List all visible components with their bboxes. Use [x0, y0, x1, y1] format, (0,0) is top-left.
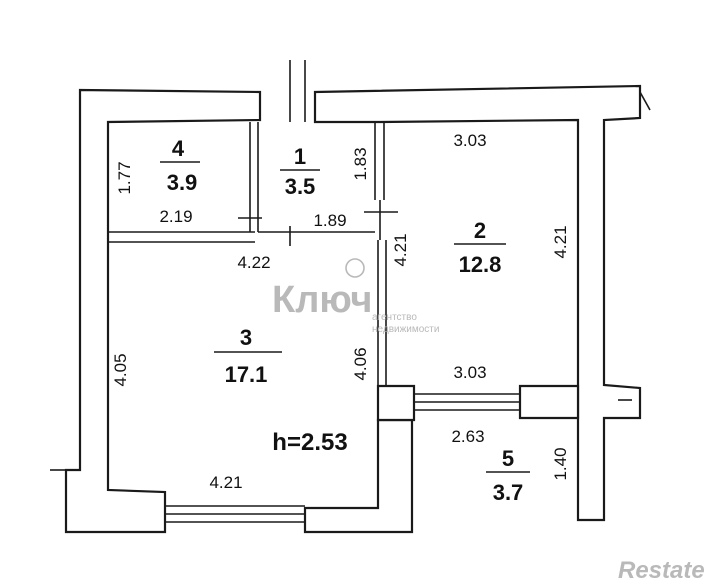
watermark-tagline-2: недвижимости — [372, 324, 439, 335]
room-2: 3.03 2 12.8 4.21 4.21 3.03 — [391, 131, 570, 382]
room-4: 4 3.9 1.77 2.19 — [115, 136, 200, 226]
room-5: 2.63 5 3.7 1.40 — [451, 427, 570, 505]
wall-outer-west-north — [64, 88, 262, 534]
dim-r3-right: 4.06 — [351, 347, 370, 380]
walls — [50, 60, 651, 534]
dim-r5-top: 2.63 — [451, 427, 484, 446]
dim-r1-height: 1.83 — [351, 147, 370, 180]
dim-r3-bottom: 4.21 — [209, 473, 242, 492]
dim-r1-width: 1.89 — [313, 211, 346, 230]
ceiling-height: h=2.53 — [272, 429, 347, 456]
room-area: 3.9 — [167, 170, 198, 195]
watermark-tagline-1: агентство — [372, 312, 417, 323]
watermark-corner: Restate — [618, 557, 705, 584]
watermark-emblem — [345, 258, 365, 278]
dim-r2-right: 4.21 — [551, 225, 570, 258]
room-area: 17.1 — [225, 362, 268, 387]
room-area: 3.7 — [493, 480, 524, 505]
tick-ne — [639, 91, 651, 111]
room-area: 3.5 — [285, 174, 316, 199]
room-number: 4 — [172, 136, 185, 161]
dim-r4-height: 1.77 — [115, 161, 134, 194]
room-number: 1 — [294, 144, 306, 169]
watermark: Ключ агентство недвижимости Restate — [272, 258, 705, 584]
dim-r2-top: 3.03 — [453, 131, 486, 150]
watermark-logo: Ключ — [272, 279, 372, 321]
dim-r5-right: 1.40 — [551, 447, 570, 480]
room-number: 2 — [474, 218, 486, 243]
room-1: 1 3.5 1.83 1.89 — [280, 144, 370, 230]
dim-r3-top: 4.22 — [237, 253, 270, 272]
room-area: 12.8 — [459, 252, 502, 277]
room-3: 4.22 3 17.1 4.05 4.06 h=2.53 4.21 — [111, 253, 370, 492]
wall-balcony-divider-left — [376, 384, 416, 422]
room-number: 3 — [240, 325, 252, 350]
dim-r2-bottom: 3.03 — [453, 363, 486, 382]
dim-r4-width: 2.19 — [159, 207, 192, 226]
room-number: 5 — [502, 446, 514, 471]
dim-r2-left: 4.21 — [391, 233, 410, 266]
dim-r3-left: 4.05 — [111, 353, 130, 386]
wall-outer-north-east — [313, 84, 642, 522]
wall-balcony-divider-right — [518, 384, 580, 420]
